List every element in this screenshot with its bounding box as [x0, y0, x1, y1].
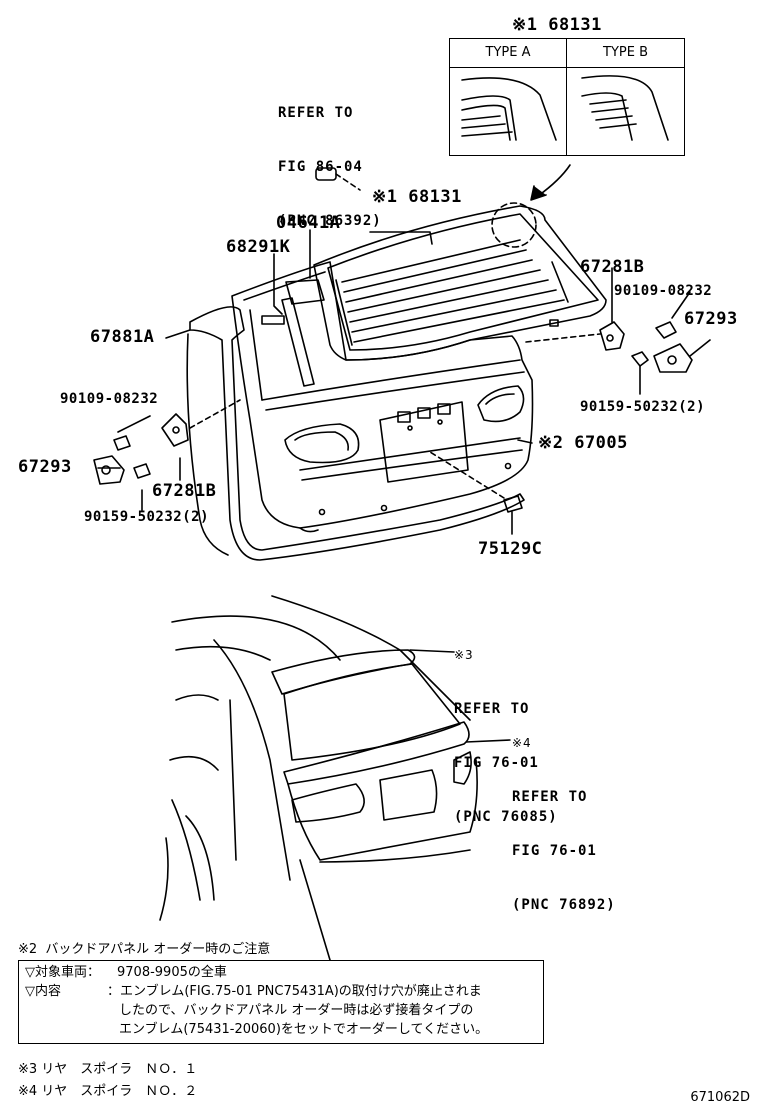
pad-75129C: [503, 495, 523, 513]
note-heading: ※2 バックドアパネル オーダー時のご注意: [18, 942, 271, 957]
screw-right: [631, 351, 649, 367]
type-b-header: TYPE B: [567, 39, 684, 68]
note-row1-label: ▽対象車両：: [25, 965, 100, 980]
hinge-left: [161, 413, 189, 447]
type-box: TYPE A TYPE B: [449, 38, 685, 156]
cushion-right: [653, 343, 693, 373]
note-row2-value2: したので、バックドアパネル オーダー時は必ず接着タイプの: [119, 1003, 474, 1018]
note-box: ▽対象車両： 9708-9905の全車 ▽内容 ：エンブレム(FIG.75-01…: [18, 960, 544, 1044]
refer-line2: FIG 76-01: [454, 755, 539, 771]
back-door-glass: [313, 205, 607, 361]
screw-left: [133, 463, 151, 479]
part-label-90109-left: 90109-08232: [60, 391, 159, 407]
callout-arrow: [537, 164, 571, 197]
part-label-67281B-left: 67281B: [152, 481, 217, 501]
refer-line1: REFER TO: [454, 701, 530, 717]
refer-line1: REFER TO: [278, 105, 354, 121]
refer-fig-86-04: REFER TO FIG 86-04 (PNC 86392): [278, 68, 382, 248]
type-box-divider: [566, 67, 567, 155]
refer-line2: FIG 76-01: [512, 843, 597, 859]
note-row1-value: 9708-9905の全車: [117, 965, 227, 980]
part-label-67293-right: 67293: [684, 309, 738, 329]
hinge-right: [599, 321, 625, 351]
refer-line1: REFER TO: [512, 789, 588, 805]
weatherstrip: [189, 306, 525, 561]
type-a-header: TYPE A: [450, 39, 567, 68]
part-label-68291K: 68291K: [226, 237, 291, 257]
type-b-sketch: [581, 75, 669, 141]
callout-circle: [491, 202, 537, 248]
part-label-90159-right: 90159-50232(2): [580, 399, 706, 415]
note-row2-label: ▽内容: [25, 984, 61, 999]
back-door-panel: [231, 261, 534, 533]
vehicle-rear-view: [159, 595, 511, 961]
bolt-left: [113, 435, 131, 451]
part-label-75129C: 75129C: [478, 539, 543, 559]
note-spoiler-no1: ※3 リヤ スポイラ ＮＯ．１: [18, 1062, 198, 1077]
note-row2-value1: ：エンブレム(FIG.75-01 PNC75431A)の取付け穴が廃止されま: [107, 984, 482, 999]
part-label-67293-left: 67293: [18, 457, 72, 477]
refer-line3: (PNC 76085): [454, 809, 558, 825]
strip-04641A: [285, 279, 325, 305]
part-label-04641A: 04641A: [276, 213, 341, 233]
part-label-67281B-right: 67281B: [580, 257, 645, 277]
refer-mark: ※3: [454, 648, 474, 662]
type-box-title: ※1 68131: [512, 15, 602, 35]
bolt-right: [655, 321, 677, 339]
note-row2-value3: エンブレム(75431-20060)をセットでオーダーしてください。: [119, 1022, 489, 1037]
part-label-68131: ※1 68131: [372, 187, 462, 207]
part-label-67881A: 67881A: [90, 327, 155, 347]
note-spoiler-no2: ※4 リヤ スポイラ ＮＯ．２: [18, 1084, 198, 1099]
part-label-90109-right: 90109-08232: [614, 283, 713, 299]
refer-mark: ※4: [512, 736, 532, 750]
refer-line3: (PNC 86392): [278, 213, 382, 229]
strip-68291K: [281, 297, 315, 387]
cushion-left: [93, 455, 125, 485]
refer-spoiler-no1: ※3 REFER TO FIG 76-01 (PNC 76085): [454, 610, 558, 844]
refer-spoiler-no2: ※4 REFER TO FIG 76-01 (PNC 76892): [512, 698, 616, 932]
refer-line2: FIG 86-04: [278, 159, 363, 175]
part-label-67005: ※2 67005: [538, 433, 628, 453]
part-label-90159-left: 90159-50232(2): [84, 509, 210, 525]
figure-id: 671062D: [690, 1090, 750, 1105]
type-a-sketch: [461, 77, 557, 141]
refer-line3: (PNC 76892): [512, 897, 616, 913]
